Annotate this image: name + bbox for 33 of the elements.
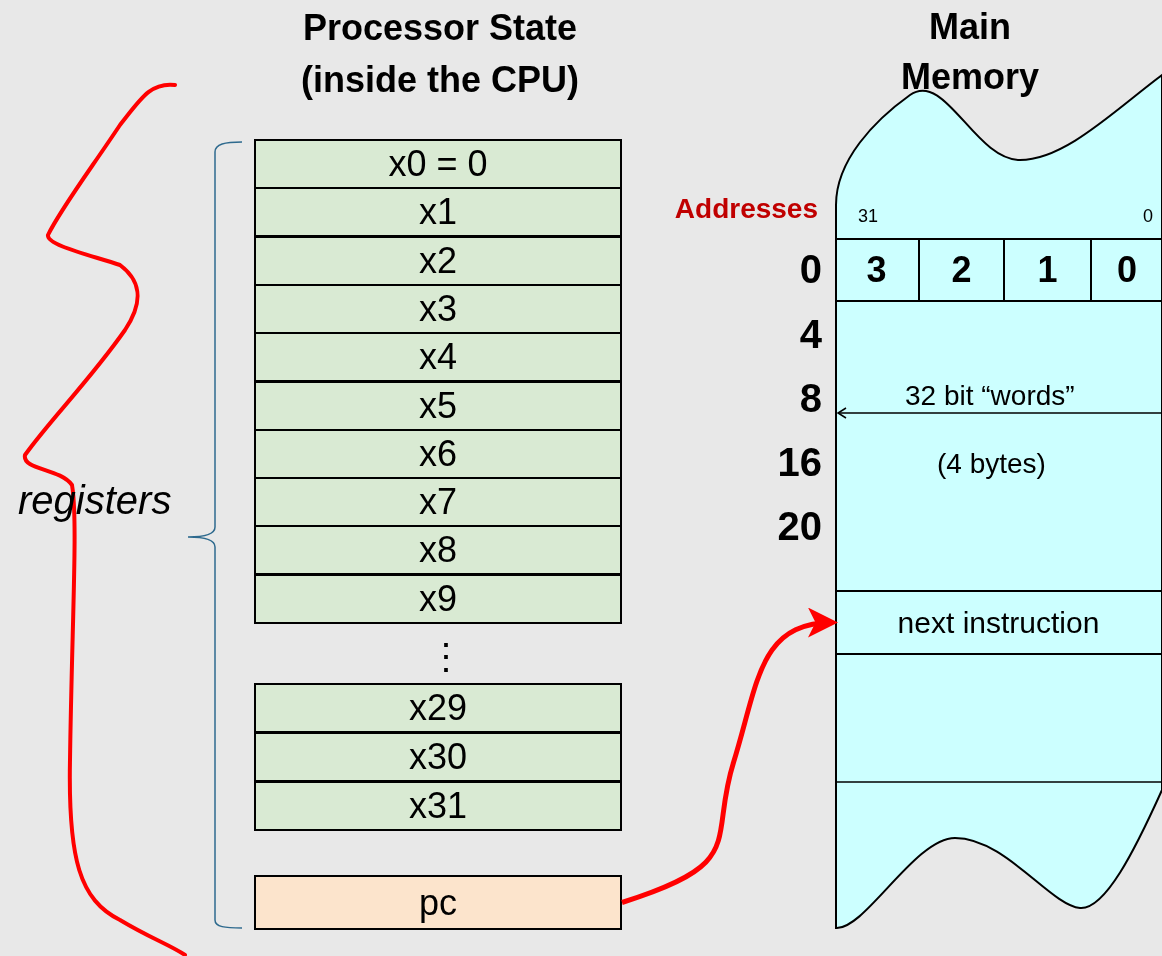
address-number: 0 (799, 247, 822, 292)
register-cell: x8 (254, 525, 622, 575)
axis-heading: Addresses (674, 193, 818, 225)
memory-heading: Main Memory (899, 5, 1040, 99)
register-cell: x30 (254, 732, 622, 782)
byte-cell: 0 (1090, 238, 1162, 302)
register-cell: x31 (254, 781, 622, 831)
register-cell: x9 (254, 574, 622, 624)
register-cell: x0 = 0 (254, 139, 622, 189)
address-number: 4 (799, 312, 822, 357)
bit-number: 31 (858, 206, 879, 227)
memory-word-cell: next instruction (835, 590, 1162, 655)
width-label: 32 bit “words” (905, 380, 1075, 412)
register-cell: x3 (254, 284, 622, 334)
byte-cell: 2 (918, 238, 1003, 302)
register-cell: x2 (254, 236, 622, 286)
bit-number: 0 (1143, 206, 1153, 227)
register-cell: x29 (254, 683, 622, 733)
register-cell: x4 (254, 332, 622, 382)
ellipsis: ⋮ (428, 636, 464, 678)
width-label: (4 bytes) (937, 448, 1046, 480)
register-cell: x1 (254, 187, 622, 237)
column-heading: Processor State (inside the CPU) (300, 6, 580, 102)
byte-cell: 3 (835, 238, 918, 302)
register-cell: x6 (254, 429, 622, 479)
address-number: 16 (777, 440, 822, 485)
byte-cell: 1 (1003, 238, 1090, 302)
register-cell: x7 (254, 477, 622, 527)
arrow (621, 609, 838, 905)
address-number: 20 (777, 504, 822, 549)
program-counter-cell: pc (254, 875, 622, 930)
address-number: 8 (799, 376, 822, 421)
register-cell: x5 (254, 381, 622, 431)
